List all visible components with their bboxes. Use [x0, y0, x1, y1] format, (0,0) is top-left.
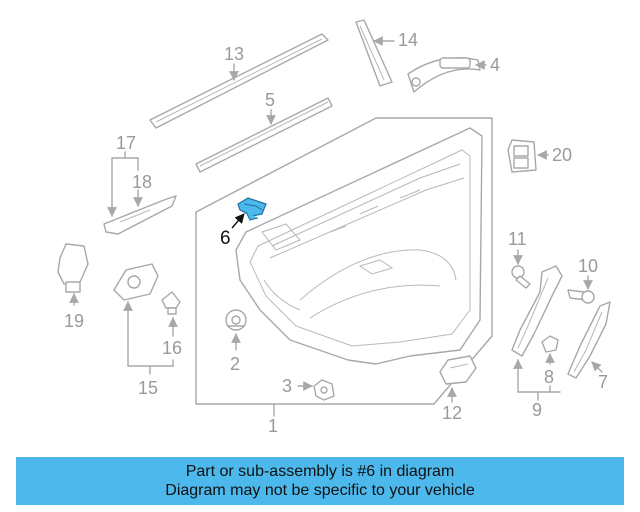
part-8-clip: [541, 335, 559, 353]
callout-3: 3: [282, 376, 292, 396]
callout-8: 8: [544, 367, 554, 387]
banner-line-2: Diagram may not be specific to your vehi…: [165, 482, 475, 499]
part-6-clip-highlighted: [237, 197, 267, 221]
part-5-trim-strip: [195, 97, 333, 173]
part-1-door-panel-frame: [195, 117, 493, 405]
callout-6: 6: [220, 228, 231, 249]
door-trim-panel: [235, 127, 483, 365]
callout-2: 2: [230, 354, 240, 374]
part-16-bulb: [161, 291, 181, 315]
part-14-corner-cover: [355, 19, 393, 87]
callout-12: 12: [442, 403, 462, 423]
callout-18: 18: [132, 172, 152, 192]
callout-19: 19: [64, 311, 84, 331]
callout-7: 7: [598, 372, 608, 392]
part-2-grommet: [225, 309, 247, 331]
part-10-bolt: [567, 289, 595, 304]
part-9-pull-handle: [511, 265, 563, 357]
info-banner: Part or sub-assembly is #6 in diagram Di…: [16, 457, 624, 505]
part-15-pocket-lamp: [113, 263, 159, 301]
callout-15: 15: [138, 378, 158, 398]
parts-diagram: 13 5 14 4 20 17 18 6 19 16 15 2 3 1 12 1…: [57, 19, 611, 436]
banner-line-1: Part or sub-assembly is #6 in diagram: [185, 463, 455, 480]
callout-13: 13: [224, 44, 244, 64]
callout-10: 10: [578, 256, 598, 276]
callout-14: 14: [398, 30, 418, 50]
part-3-clip: [313, 379, 335, 401]
callout-11: 11: [508, 229, 527, 249]
callout-5: 5: [265, 90, 275, 110]
part-13-belt-molding: [149, 33, 329, 129]
part-12-bezel: [439, 355, 477, 385]
part-20-switch: [507, 139, 537, 173]
part-7-garnish: [567, 301, 611, 379]
callout-9: 9: [532, 400, 542, 420]
callout-16: 16: [162, 338, 182, 358]
callout-17: 17: [116, 133, 136, 153]
callout-20: 20: [552, 145, 572, 165]
part-18-bracket: [103, 195, 177, 235]
part-4-inside-handle: [407, 57, 481, 93]
callout-4: 4: [490, 55, 500, 75]
callout-1: 1: [268, 416, 278, 436]
part-19-lamp: [57, 243, 89, 293]
part-11-screw: [511, 265, 531, 289]
